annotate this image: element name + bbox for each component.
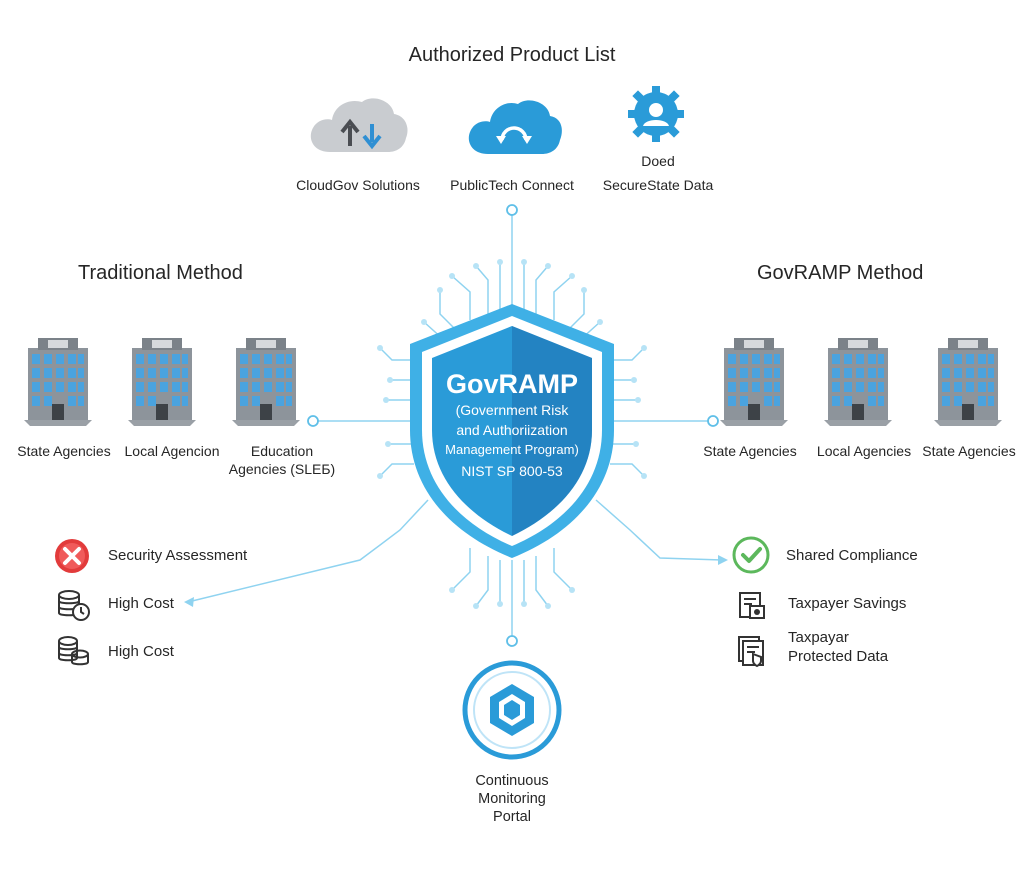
gov-item-protected-data-line1: Taxpayar: [788, 629, 849, 646]
building-icon: [824, 338, 892, 426]
building-icon: [24, 338, 92, 426]
monitoring-portal-icon: [462, 660, 562, 760]
product-securestate-line1: Doed: [641, 153, 675, 169]
shield-title: GovRAMP: [445, 369, 578, 399]
shield-line-1: (Government Risk: [455, 402, 569, 418]
portal-line2: Monitoring: [478, 791, 546, 807]
document-shield-icon: [738, 636, 764, 668]
trad-item-highcost-1: High Cost: [108, 595, 174, 612]
product-securestate: Doed SecureState Data: [588, 152, 728, 194]
trad-agency-state: State Agencies: [17, 443, 111, 459]
trad-item-highcost-2: High Cost: [108, 643, 174, 660]
building-icon: [934, 338, 1002, 426]
gov-agency-state-1: State Agencies: [703, 443, 797, 459]
cloud-upload-download-icon: [310, 98, 408, 152]
trad-agency-education-line2: Agencies (SLEБ): [228, 461, 336, 477]
trad-agency-education-line1: Education: [250, 443, 314, 459]
traditional-title: Traditional Method: [78, 262, 243, 284]
gear-user-icon: [628, 86, 684, 142]
check-circle-icon: [732, 536, 770, 574]
gov-item-shared-compliance: Shared Compliance: [786, 547, 918, 564]
monitoring-portal-label: Continuous Monitoring Portal: [432, 772, 592, 826]
product-securestate-line2: SecureState Data: [602, 177, 714, 193]
building-icon: [232, 338, 300, 426]
gov-item-protected-data: Taxpayar Protected Data: [788, 628, 888, 666]
gov-item-taxpayer-savings: Taxpayer Savings: [788, 595, 907, 612]
trad-agency-education: Education Agencies (SLEБ): [214, 442, 350, 478]
portal-line1: Continuous: [475, 773, 549, 789]
trad-agency-local: Local Agencion: [124, 443, 220, 459]
document-savings-icon: [739, 592, 765, 619]
coins-clock-icon: [58, 590, 90, 621]
shield-text: GovRAMP (Government Risk and Authoriizat…: [416, 368, 608, 482]
product-list-title: Authorized Product List: [408, 44, 616, 66]
gov-item-protected-data-line2: Protected Data: [788, 648, 889, 665]
portal-line3: Portal: [493, 809, 531, 825]
gov-agency-local: Local Agencies: [816, 443, 912, 459]
cloud-sync-icon: [468, 100, 562, 154]
product-publictech: PublicTech Connect: [450, 177, 574, 193]
coins-icon: [58, 636, 89, 666]
gov-agency-state-2: State Agencies: [922, 443, 1016, 459]
x-circle-icon: [55, 539, 89, 573]
product-cloudgov: CloudGov Solutions: [296, 177, 420, 193]
shield-line-4: NIST SP 800-53: [461, 463, 563, 479]
govramp-shield: [410, 304, 614, 558]
govramp-title: GovRAMP Method: [757, 262, 924, 284]
building-icon: [128, 338, 196, 426]
shield-line-3: Management Program): [445, 442, 579, 457]
building-icon: [720, 338, 788, 426]
trad-item-security: Security Assessment: [108, 547, 248, 564]
shield-line-2: and Authoriization: [456, 422, 568, 438]
